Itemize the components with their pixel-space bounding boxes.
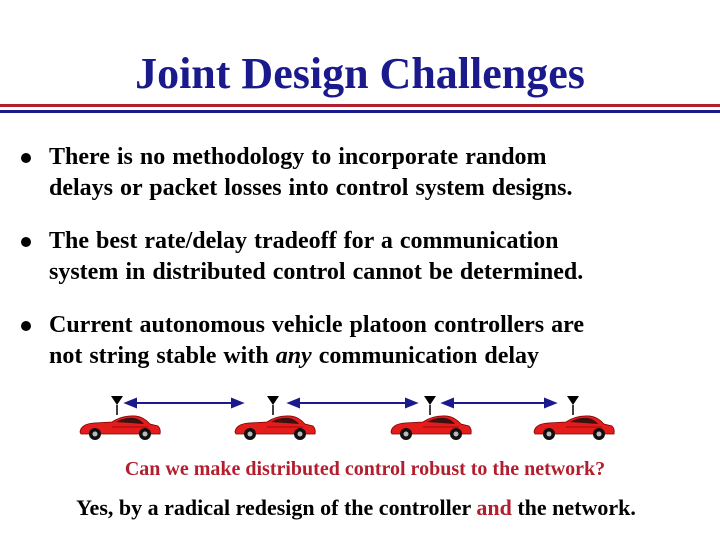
antenna-icon [423, 395, 437, 416]
bullet-line: delays or packet losses into control sys… [49, 175, 573, 201]
antenna-icon [110, 395, 124, 416]
bullet-line: system in distributed control cannot be … [49, 259, 584, 285]
bullet-dot-icon [21, 153, 31, 163]
bullet-line: There is no methodology to incorporate r… [49, 144, 547, 170]
title-underline-red [0, 104, 720, 107]
bullet-line: Current autonomous vehicle platoon contr… [49, 312, 584, 338]
answer-emphasis-and: and [476, 495, 512, 520]
emphasis-any: any [275, 343, 312, 369]
title-underline-blue [0, 110, 720, 113]
antenna-icon [266, 395, 280, 416]
slide-title: Joint Design Challenges [135, 49, 585, 98]
antenna-icon [566, 395, 580, 416]
bullet-dot-icon [21, 237, 31, 247]
bullet-line-end: communication delay [311, 343, 540, 369]
closing-question: Can we make distributed control robust t… [124, 458, 606, 480]
bullet-line-start: not string stable with [49, 343, 276, 369]
link-arrow-icon [440, 397, 558, 409]
answer-text-end: the network. [511, 495, 636, 520]
car-icon [390, 415, 472, 441]
link-arrow-icon [123, 397, 245, 409]
car-icon [533, 415, 615, 441]
car-icon [79, 415, 161, 441]
bullet-text: Current autonomous vehicle platoon contr… [49, 310, 709, 372]
link-arrow-icon [286, 397, 419, 409]
closing-answer: Yes, by a radical redesign of the contro… [0, 495, 712, 521]
bullet-text: There is no methodology to incorporate r… [49, 142, 709, 204]
bullet-dot-icon [21, 321, 31, 331]
bullet-line: The best rate/delay tradeoff for a commu… [49, 228, 559, 254]
answer-text-start: Yes, by a radical redesign of the contro… [76, 495, 477, 520]
vehicle-platoon-illustration [79, 395, 615, 441]
car-icon [234, 415, 316, 441]
bullet-text: The best rate/delay tradeoff for a commu… [49, 226, 709, 288]
